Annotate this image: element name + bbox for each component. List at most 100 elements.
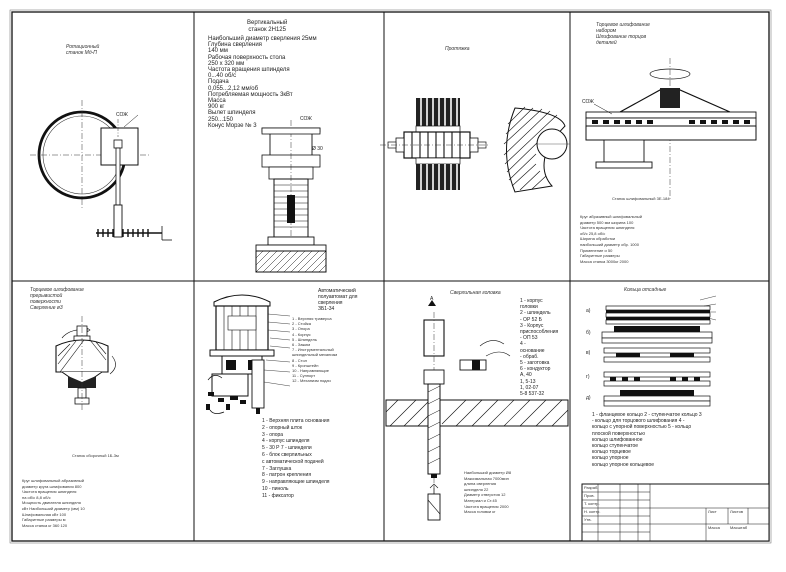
note-line: кольцо торцевое [592,449,631,456]
figure-mark: б) [586,330,591,336]
spec-line: 900 кг [208,104,225,111]
part-line: 4 - корпус шпинделя [262,438,310,445]
spec-line: Применение и 50 [580,247,613,253]
legend-line: 8 - Стол [292,357,307,363]
panel-3-title: Протяжка [445,46,470,52]
legend-line: - ОП 53 [520,335,538,342]
spec-line: Рабочая поверхность стола [208,54,286,61]
panel-1-drawing [30,100,172,241]
note-line: кольцо упорное кольцевое [592,461,655,468]
spec-line: Круг абразивный шлифовальный [580,214,642,219]
spec-line: Мощность двигателя шпинделя [22,500,81,506]
spec-line: Потребляемая мощность 3кВт [208,91,293,98]
panel-4-drawing [585,58,757,200]
legend-line: 5 - Шпиндель [292,336,317,342]
note-line: кольцо упорное [592,455,629,462]
spec-line: Шлифовальная кВт 100 [22,511,67,517]
figure-mark: в) [586,350,591,356]
legend-line: 1 - корпус [520,298,543,304]
spec-line: 250...150 [208,116,234,123]
note-line: - кольцо для торцового шлифования 4 - [592,418,685,425]
title-block-cell: Т. контр. [584,501,600,506]
panel-8-drawing [581,295,770,542]
legend-line: 12 - Механизм подач [292,378,331,384]
legend-line: 2 - Стойка [292,321,311,327]
part-line: 9 - направляющие шпинделя [262,479,330,486]
panel-6-drawing [206,294,291,414]
legend-line: приспособления [520,329,559,335]
title-block-cell: Пров. [584,493,595,498]
spec-line: Конус Морзе № 3 [208,122,257,129]
spec-line: Диаметр отверстия 12 [464,492,506,498]
spec-line: Ширина обработки [580,236,616,242]
spec-line: Частота вращения шпинделя [580,225,635,231]
legend-line: 5-8 537-32 [520,391,545,397]
legend-line: 4 - [520,341,526,348]
legend-line: основание [520,347,545,354]
spec-line: Материал и Ст.45 [464,498,497,503]
title-block-cell: Масштаб [730,525,748,530]
spec-line: Масса головки кг [464,509,496,515]
title-block-cell: Листов [730,509,743,514]
spec-line: Вылет шпинделя [208,110,256,117]
spec-line: Масса станка 3000кг 2000 [580,258,629,264]
panel-5-title: Торцевое шлифование прерывистой поверхно… [30,287,84,311]
spec-line: кВт Наибольший диаметр (мм) 10 [22,506,85,511]
spec-line: диаметр 500 мм ширина 100 [580,219,634,225]
panel-1-coolant-label: СОЖ [116,112,128,118]
spec-line: Максимальная 7000мин [464,475,509,481]
panel-2-drawing [255,120,327,273]
panel-5-drawing [55,316,116,412]
spec-line: Частота вращения шпинделя [22,489,77,495]
panel-1-title: Ротационный станок Мд-П [66,44,100,56]
panel-6-title: Автоматический полуавтомат для сверления… [318,288,358,312]
title-block-cell: Разраб. [584,485,599,490]
legend-line: 11 - Суппорт [292,373,316,379]
panel-4-title: Торцевое шлифование набором Шлифование т… [596,22,650,46]
note-line: 1 - фланцевое кольцо 2 - ступенчатое кол… [592,412,702,418]
note-line: кольцо шлифованное [592,436,643,443]
part-line: 11 - фиксатор [262,492,294,499]
legend-line: 2 - шпиндель [520,310,551,317]
panel-7-drawing [385,300,569,521]
legend-line: 1, 5-13 [520,378,536,385]
part-line: 7 - Заглушка [262,465,292,472]
spec-line: диаметр круга шлифования 800 [22,483,82,489]
legend-line: 3 - Опора [292,326,310,332]
spec-line: Частота вращения шпинделя [208,67,290,73]
legend-line: - обраб. [520,353,539,360]
panel-2-diameter-label: Ø 30 [312,146,323,152]
legend-line: 7 - Инструментальный [292,347,334,353]
legend-line: головки [520,304,538,311]
figure-mark: а) [586,308,591,314]
panel-8-title: Кольца отсадные [624,287,667,293]
legend-line: 1 - Верхняя траверса [292,316,332,321]
panel-3-drawing [380,98,570,193]
part-line: 10 - пиноль [262,486,289,492]
panel-5-caption: Станок сборочный 1Б-3м [72,453,119,458]
spec-line: на об/с 8,8 об/с [22,494,51,500]
spec-line: наибольший диаметр обр. 1000 [580,242,639,247]
spec-line: Круг шлифовальный абразивный [22,478,84,483]
part-line: 6 - блок сверлильных [262,452,312,458]
panel-2-coolant-label: СОЖ [300,116,312,122]
legend-line: А, 40 [520,372,532,379]
legend-line: шпиндельный механизм [292,352,338,358]
part-line: 1 - Верхняя плита основания [262,418,330,424]
panel-7-view-label: А [430,296,434,302]
spec-line: 0,055...2,12 мм/об [208,85,259,92]
spec-line: Масса станка кг 360 120 [22,522,68,528]
panel-4-coolant-label: СОЖ [582,99,594,105]
note-line: кольцо с упорной поверхностью 5 - кольцо [592,424,692,431]
title-block-cell: Н. контр. [584,509,601,514]
spec-line: длина сверления [464,481,497,487]
note-line: кольцо ступенчатое [592,443,639,449]
figure-mark: д) [586,395,591,401]
spec-line: Глубина сверления [208,42,262,49]
title-block-cell: Утв. [584,517,592,522]
spec-line: Наибольший диаметр Ø8 [464,470,512,475]
figure-mark: г) [586,374,590,380]
part-line: с автоматической подачей [262,458,324,465]
